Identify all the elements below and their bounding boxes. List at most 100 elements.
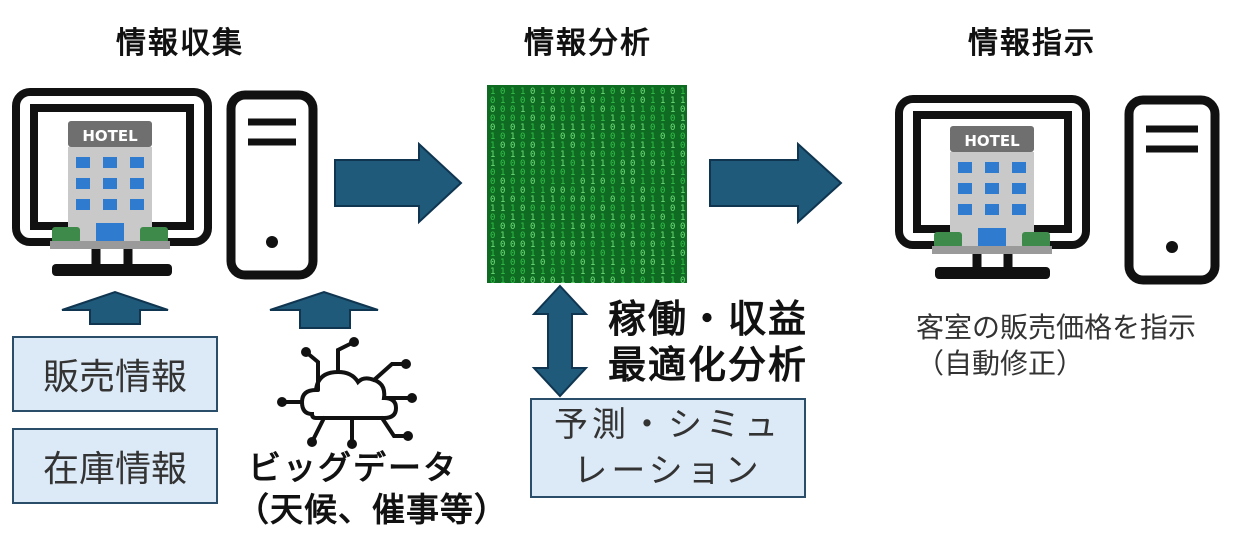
svg-text:1: 1 [530,123,535,133]
optimization-label-line1: 稼働・収益 [608,297,809,341]
svg-text:1: 1 [680,213,685,223]
svg-text:0: 0 [640,231,645,241]
svg-text:0: 0 [560,258,565,268]
svg-text:1: 1 [650,177,655,187]
svg-text:0: 0 [530,222,535,232]
svg-text:0: 0 [610,132,615,142]
svg-text:1: 1 [610,186,615,196]
simulation-box: 予測・シミュ レーション [530,398,806,498]
svg-text:0: 0 [610,177,615,187]
svg-text:0: 0 [540,204,545,214]
svg-text:0: 0 [590,213,595,223]
svg-text:0: 0 [550,204,555,214]
svg-text:1: 1 [640,177,645,187]
svg-text:0: 0 [630,177,635,187]
svg-text:1: 1 [680,195,685,205]
svg-text:0: 0 [600,105,605,115]
svg-text:0: 0 [590,240,595,250]
svg-text:1: 1 [610,213,615,223]
svg-text:0: 0 [620,141,625,151]
svg-text:1: 1 [560,222,565,232]
svg-text:1: 1 [490,150,495,160]
svg-text:1: 1 [620,132,625,142]
svg-text:1: 1 [570,105,575,115]
svg-text:1: 1 [570,150,575,160]
svg-text:1: 1 [610,258,615,268]
svg-text:1: 1 [550,141,555,151]
inventory-info-label: 在庫情報 [42,449,187,490]
svg-text:0: 0 [640,96,645,106]
svg-text:0: 0 [670,87,675,97]
svg-text:1: 1 [570,258,575,268]
svg-text:0: 0 [530,168,535,178]
svg-text:1: 1 [590,231,595,241]
svg-text:0: 0 [520,114,525,124]
svg-text:1: 1 [580,213,585,223]
svg-text:0: 0 [670,159,675,169]
svg-text:0: 0 [640,249,645,259]
svg-text:0: 0 [530,150,535,160]
svg-text:1: 1 [630,204,635,214]
svg-text:1: 1 [620,276,625,286]
simulation-label-line1: 予測・シミュ [554,405,782,445]
svg-text:1: 1 [560,267,565,277]
svg-text:0: 0 [630,123,635,133]
svg-text:1: 1 [680,96,685,106]
svg-text:0: 0 [550,168,555,178]
svg-text:1: 1 [500,195,505,205]
svg-text:0: 0 [530,96,535,106]
svg-text:0: 0 [550,276,555,286]
svg-text:1: 1 [620,105,625,115]
svg-text:0: 0 [510,177,515,187]
svg-text:0: 0 [590,204,595,214]
svg-text:1: 1 [650,249,655,259]
svg-text:1: 1 [660,96,665,106]
svg-text:1: 1 [660,204,665,214]
svg-text:0: 0 [520,276,525,286]
svg-text:0: 0 [560,114,565,124]
svg-text:0: 0 [490,105,495,115]
svg-text:0: 0 [530,204,535,214]
svg-text:0: 0 [590,195,595,205]
svg-text:0: 0 [660,168,665,178]
svg-text:1: 1 [630,186,635,196]
svg-text:0: 0 [680,231,685,241]
svg-text:0: 0 [580,258,585,268]
svg-text:1: 1 [570,123,575,133]
svg-text:0: 0 [550,222,555,232]
svg-text:0: 0 [570,159,575,169]
svg-text:0: 0 [510,195,515,205]
svg-text:0: 0 [680,249,685,259]
svg-text:1: 1 [520,87,525,97]
svg-text:1: 1 [620,204,625,214]
svg-text:0: 0 [610,195,615,205]
svg-text:0: 0 [520,204,525,214]
svg-text:0: 0 [600,132,605,142]
svg-text:1: 1 [550,150,555,160]
svg-text:1: 1 [580,276,585,286]
svg-text:0: 0 [660,105,665,115]
svg-text:1: 1 [550,123,555,133]
svg-text:1: 1 [630,114,635,124]
svg-text:0: 0 [620,195,625,205]
svg-text:1: 1 [650,267,655,277]
svg-text:1: 1 [670,231,675,241]
svg-text:0: 0 [550,114,555,124]
svg-text:1: 1 [570,276,575,286]
svg-text:0: 0 [670,204,675,214]
svg-text:0: 0 [610,87,615,97]
output-caption-line1: 客室の販売価格を指示 [916,311,1197,344]
svg-text:1: 1 [620,240,625,250]
svg-text:0: 0 [660,87,665,97]
svg-text:0: 0 [490,123,495,133]
svg-text:1: 1 [620,258,625,268]
hotel-icon: HOTEL [50,121,170,249]
svg-text:0: 0 [530,159,535,169]
svg-text:1: 1 [600,114,605,124]
svg-text:0: 0 [560,96,565,106]
svg-text:0: 0 [520,177,525,187]
svg-text:1: 1 [570,267,575,277]
svg-text:0: 0 [640,150,645,160]
svg-text:1: 1 [560,177,565,187]
svg-text:0: 0 [500,177,505,187]
